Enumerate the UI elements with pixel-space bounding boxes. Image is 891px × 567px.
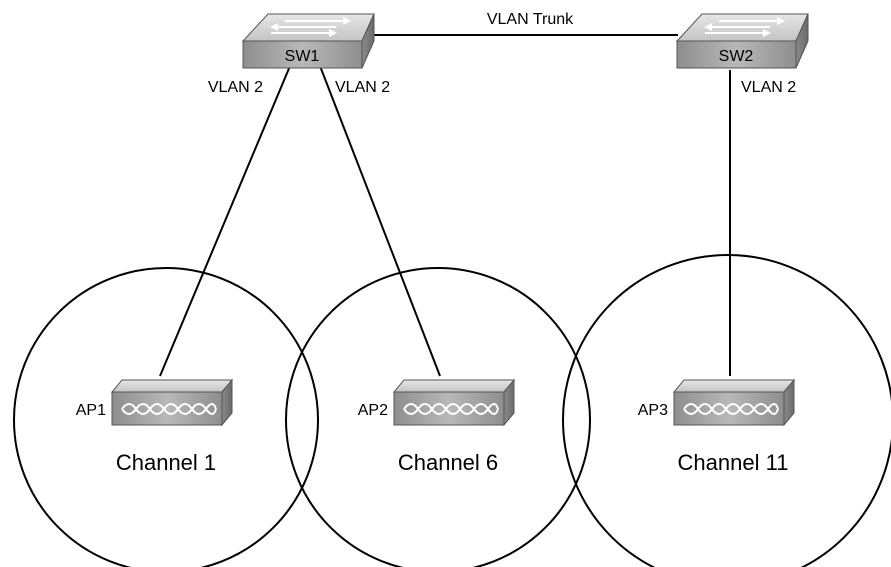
switch-label: SW2 — [719, 48, 754, 65]
access-point-ap3[interactable]: AP3 Channel 11 — [638, 378, 796, 475]
channel-label: Channel 11 — [678, 450, 789, 475]
sw1-ap1-link — [159, 65, 291, 377]
switch-label: SW1 — [285, 48, 320, 65]
vlan-label-sw1-ap1: VLAN 2 — [208, 79, 263, 96]
ap-label: AP1 — [76, 402, 106, 419]
access-point-ap1[interactable]: AP1 Channel 1 — [76, 378, 234, 475]
ap-top-face — [672, 379, 796, 393]
channel-label: Channel 6 — [398, 450, 498, 475]
ap-label: AP3 — [638, 402, 668, 419]
switch-sw2[interactable]: SW2 — [675, 13, 809, 69]
sw1-ap2-link — [319, 65, 441, 377]
switch-side-face — [361, 13, 375, 69]
switch-side-face — [795, 13, 809, 69]
vlan-label-sw2-ap3: VLAN 2 — [741, 79, 796, 96]
ap-top-face — [110, 379, 234, 393]
switch-arrows-icon — [270, 17, 351, 37]
antenna-wave-icon — [121, 403, 217, 415]
access-point-ap2[interactable]: AP2 Channel 6 — [358, 378, 516, 475]
ap-label: AP2 — [358, 402, 388, 419]
switch-arrows-icon — [704, 17, 785, 37]
switch-sw1[interactable]: SW1 — [241, 13, 375, 69]
channel-label: Channel 1 — [116, 450, 216, 475]
coverage-cell-2 — [285, 267, 591, 567]
coverage-cell-3 — [562, 254, 891, 567]
vlan-label-sw1-ap2: VLAN 2 — [335, 79, 390, 96]
antenna-wave-icon — [683, 403, 779, 415]
ap-side-face — [503, 378, 515, 427]
ap-side-face — [783, 378, 795, 427]
ap-top-face — [392, 379, 516, 393]
antenna-wave-icon — [403, 403, 499, 415]
trunk-label: VLAN Trunk — [487, 11, 574, 28]
coverage-cell-1 — [13, 267, 319, 567]
ap-side-face — [221, 378, 233, 427]
